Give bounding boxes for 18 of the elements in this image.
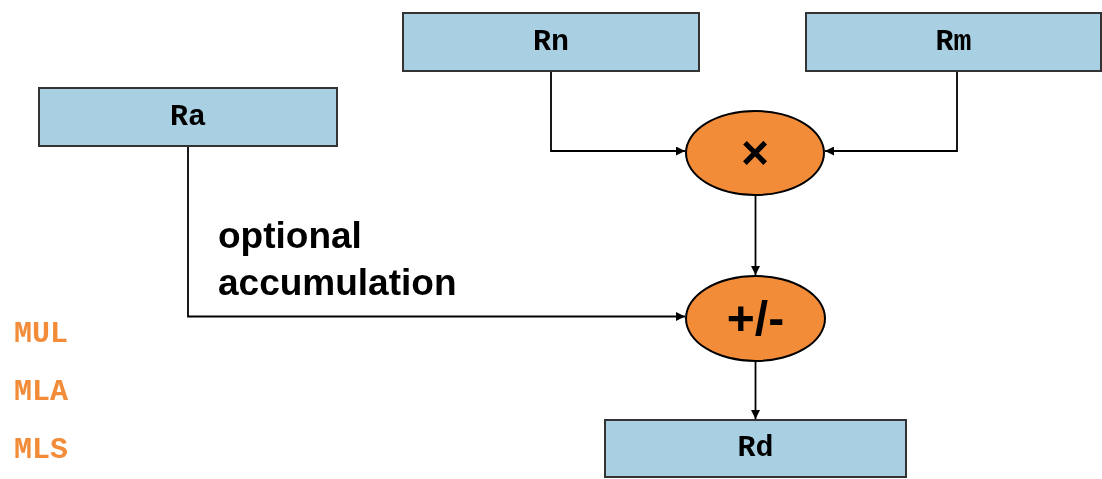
- instruction-name: MUL: [14, 316, 68, 352]
- arrow: [751, 361, 760, 420]
- operator-symbol: +/-: [726, 294, 785, 343]
- register-name: Rm: [935, 23, 972, 61]
- operator-symbol: ×: [741, 129, 769, 177]
- register-box: [402, 12, 700, 72]
- register-box: [805, 12, 1102, 72]
- arrow: [824, 71, 958, 156]
- register-box: [604, 419, 907, 478]
- arrow: [187, 146, 686, 321]
- instruction-name: MLA: [14, 374, 68, 410]
- register-name: Rn: [533, 23, 569, 61]
- arrow: [751, 195, 760, 276]
- register-name: Ra: [170, 98, 206, 136]
- register-name: Rd: [737, 430, 774, 467]
- instruction-name: MLS: [14, 432, 68, 468]
- arrow: [550, 71, 686, 156]
- register-box: [38, 87, 338, 147]
